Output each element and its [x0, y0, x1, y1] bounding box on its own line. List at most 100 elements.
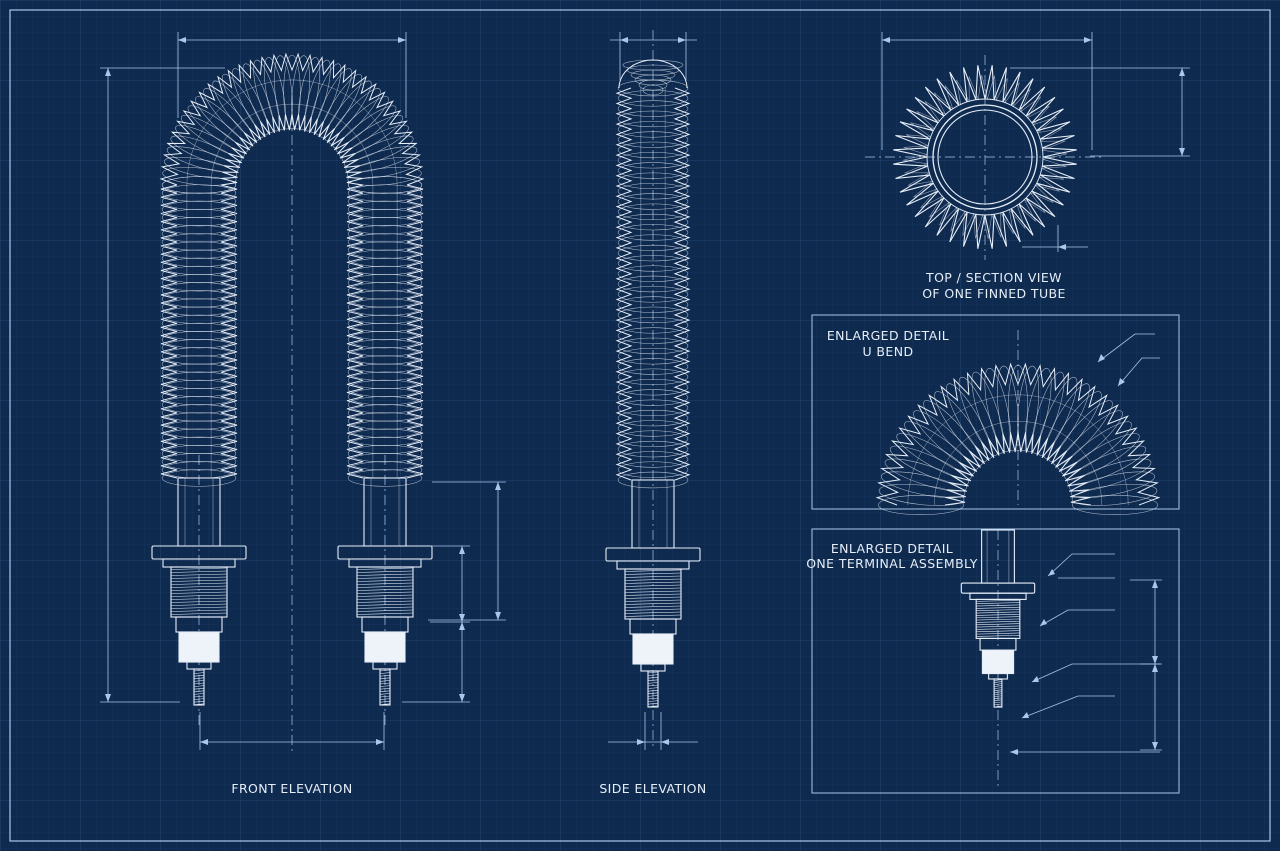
front-left-terminal-thread: [170, 612, 228, 615]
side-fin: [617, 90, 689, 107]
ubend-fin: [889, 445, 969, 486]
detail-terminal-stud-thread: [994, 695, 1002, 698]
front-right-fin: [347, 298, 423, 316]
detail-terminal-stud-thread: [994, 705, 1002, 708]
side-terminal-stud-thread: [647, 695, 659, 697]
side-fin: [617, 183, 689, 200]
side-terminal-stud-thread: [647, 705, 659, 708]
front-arc-fin: [341, 125, 409, 162]
front-left-fin: [161, 192, 237, 210]
terminal-detail-frame: [811, 528, 1180, 794]
ubend-fin: [971, 371, 1005, 454]
detail-terminal-insulator: [981, 649, 1015, 675]
front-left-fin: [161, 306, 237, 324]
ubend-fin: [1008, 365, 1028, 451]
front-left-fin: [161, 469, 237, 487]
detail-terminal-thread: [976, 609, 1020, 612]
front-left-fin: [161, 339, 237, 357]
side-terminal-stud: [647, 670, 659, 708]
front-right-terminal-thread: [356, 594, 414, 597]
ubend-fin: [884, 458, 967, 492]
ubend-fin: [946, 383, 993, 459]
side-fin: [617, 172, 689, 189]
front-arc-fin: [336, 105, 397, 153]
front-left-terminal-thread: [170, 585, 228, 588]
front-left-fin: [161, 290, 237, 308]
terminal-leaders: [1010, 553, 1160, 753]
front-right-terminal-stud-thread: [379, 687, 391, 690]
front-left-terminal-thread: [170, 576, 228, 579]
front-right-terminal-stud: [379, 668, 391, 706]
front-arc-fin: [298, 57, 321, 131]
detail-terminal-stud-thread: [994, 689, 1002, 691]
side-fin: [617, 420, 689, 437]
front-arc-fin: [203, 88, 256, 145]
ubend-core-b: [933, 420, 1103, 506]
front-right-terminal-stud-thread: [379, 677, 391, 680]
ubend-fin: [984, 368, 1012, 453]
front-right-fin: [347, 404, 423, 422]
ubend-fin: [923, 400, 983, 466]
front-arc-fin: [180, 115, 245, 157]
detail-terminal-stud-thread: [994, 685, 1002, 687]
side-terminal-stud-thread: [647, 674, 659, 676]
front-right-fin: [347, 412, 423, 430]
front-left-terminal-stud-thread: [193, 698, 205, 700]
detail-terminal-stud-thread: [994, 679, 1002, 681]
ubend-fin: [1070, 471, 1155, 499]
detail-terminal: [960, 529, 1036, 708]
front-right-terminal-thread: [356, 609, 414, 612]
front-left-terminal-thread: [170, 579, 228, 582]
front-right-terminal-thread: [356, 597, 414, 600]
ubend-core-a: [907, 394, 1129, 506]
front-arc-fin: [212, 80, 260, 141]
side-fin: [617, 244, 689, 262]
side-dome-fin: [638, 79, 668, 91]
side-fin: [617, 337, 689, 355]
front-left-terminal-stud-thread: [193, 693, 205, 695]
front-right-fin: [347, 314, 423, 333]
front-left-terminal-stud-thread: [193, 674, 205, 677]
front-right-fin: [347, 192, 423, 210]
ubend-fin: [1057, 410, 1123, 470]
side-terminal-stud-thread: [647, 671, 659, 674]
front-right-outline-a: [406, 184, 424, 479]
front-arc-fin: [324, 80, 372, 141]
front-arc-fin: [283, 54, 301, 130]
side-terminal-thread: [624, 596, 682, 599]
front-left-fin: [161, 363, 237, 381]
u-bend-label-line2: U BEND: [863, 344, 914, 359]
detail-terminal-thread: [976, 602, 1020, 605]
side-fin: [617, 213, 689, 231]
front-left-terminal-stud-thread: [193, 685, 205, 687]
ubend-fin: [896, 433, 972, 480]
front-left-fin: [161, 225, 237, 243]
front-right-terminal-thread: [356, 612, 414, 615]
side-terminal-thread: [624, 575, 682, 578]
front-right-fin: [347, 339, 423, 357]
top-tube-inner: [937, 109, 1033, 205]
ubend-fin: [997, 365, 1019, 452]
front-right-fin: [347, 387, 423, 406]
terminal-dimension-lines: [1130, 579, 1162, 751]
front-arc-fin: [232, 68, 269, 136]
side-terminal-thread: [624, 587, 682, 590]
side-terminal-thread: [624, 605, 682, 608]
side-terminal-stud-thread: [647, 676, 659, 679]
front-right-fin: [347, 241, 423, 259]
ubend-fin: [1071, 484, 1158, 506]
front-arc-fin: [346, 156, 420, 179]
front-left-terminal-thread: [170, 567, 228, 570]
front-right-fin: [347, 436, 423, 455]
front-right-terminal-thread: [356, 600, 414, 603]
ubend-fin: [958, 376, 999, 456]
front-left-terminal-thread: [170, 606, 228, 609]
side-terminal-stud-thread: [647, 700, 659, 702]
front-right-terminal-stud-thread: [379, 682, 391, 685]
front-arc-fin: [339, 115, 404, 157]
ubend-fin: [881, 471, 966, 499]
front-left-fin: [161, 330, 237, 349]
side-terminal-thread: [624, 584, 682, 587]
front-left-fin: [161, 396, 237, 414]
